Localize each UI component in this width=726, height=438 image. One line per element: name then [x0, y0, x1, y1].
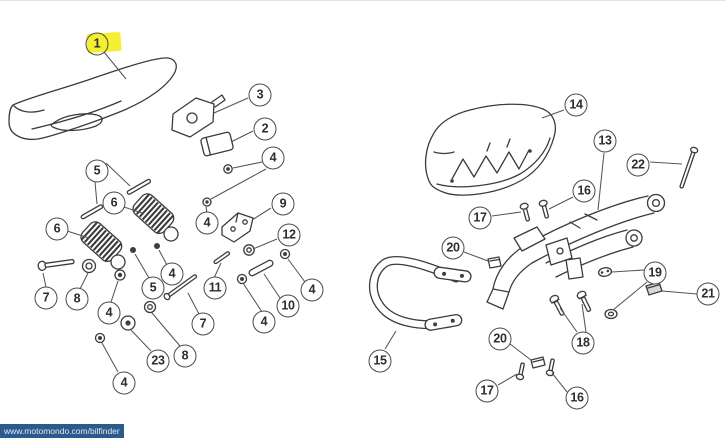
part-mount-bracket — [172, 95, 225, 137]
part-rod — [163, 273, 198, 301]
part-frame-rail — [487, 195, 665, 310]
part-long-pin — [678, 146, 699, 189]
callout-21: 21 — [696, 282, 720, 306]
callout-4-b: 4 — [195, 211, 219, 235]
callout-16-b: 16 — [565, 386, 589, 410]
callout-13: 13 — [593, 129, 617, 153]
part-washers-left — [83, 245, 255, 330]
callout-4-d: 4 — [160, 262, 184, 286]
callout-11: 11 — [203, 276, 227, 300]
callout-20-b: 20 — [488, 327, 512, 351]
callout-4-a: 4 — [261, 146, 285, 170]
part-bolts-18 — [549, 290, 593, 317]
callout-6-b: 6 — [45, 217, 69, 241]
part-lock-nut-washer — [598, 267, 617, 319]
callout-15: 15 — [368, 349, 392, 373]
callout-6-a: 6 — [102, 191, 126, 215]
part-pins — [81, 179, 151, 220]
part-small-nuts — [96, 165, 290, 343]
part-square-nuts — [488, 257, 545, 368]
callout-3: 3 — [248, 83, 272, 107]
callout-8-a: 8 — [65, 287, 89, 311]
callout-5-a: 5 — [85, 159, 109, 183]
part-grab-rail — [373, 260, 471, 331]
callout-14: 14 — [564, 93, 588, 117]
callout-17-b: 17 — [475, 379, 499, 403]
callout-16-a: 16 — [572, 179, 596, 203]
callout-7-a: 7 — [34, 286, 58, 310]
callout-2: 2 — [253, 117, 277, 141]
part-rubber-block — [200, 132, 233, 157]
part-screws-bottom — [516, 358, 556, 380]
part-spring-lower — [78, 219, 125, 269]
callout-7-b: 7 — [191, 312, 215, 336]
callout-9: 9 — [271, 192, 295, 216]
part-hinge-bracket — [222, 213, 253, 242]
part-spring-upper — [130, 191, 178, 241]
callout-18: 18 — [571, 331, 595, 355]
callout-8-b: 8 — [173, 344, 197, 368]
callout-23: 23 — [146, 349, 170, 373]
part-pin-10 — [248, 259, 274, 277]
part-seat-pad — [426, 104, 556, 195]
callout-4-f: 4 — [112, 371, 136, 395]
leader-lines — [43, 52, 697, 392]
callout-22: 22 — [626, 153, 650, 177]
callout-17-a: 17 — [468, 206, 492, 230]
part-bolt — [38, 257, 75, 271]
callout-19: 19 — [643, 261, 667, 285]
callout-5-b: 5 — [141, 276, 165, 300]
callout-4-g: 4 — [252, 310, 276, 334]
callout-4-e: 4 — [97, 301, 121, 325]
part-seat — [9, 58, 176, 139]
callout-4-c: 4 — [300, 278, 324, 302]
part-pin-11 — [213, 251, 230, 264]
callout-20-a: 20 — [441, 236, 465, 260]
part-screws-top — [520, 199, 551, 221]
callout-10: 10 — [276, 294, 300, 318]
callout-12: 12 — [277, 223, 301, 247]
callout-1: 1 — [85, 32, 109, 56]
watermark-badge: www.motomondo.com/bilfinder — [0, 424, 124, 438]
